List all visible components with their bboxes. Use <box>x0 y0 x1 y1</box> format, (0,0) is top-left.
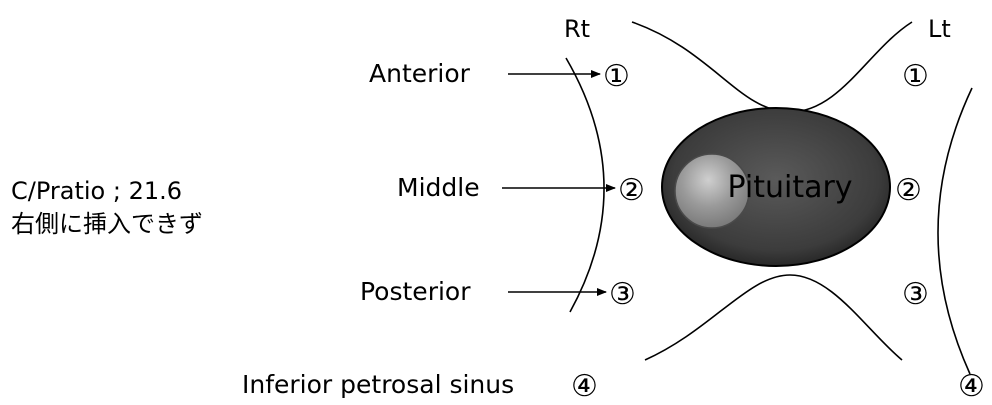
pituitary-gland: Pituitary <box>662 108 890 266</box>
sinus-marker-rt: ④ <box>571 369 598 404</box>
level-label-anterior: Anterior <box>369 59 471 88</box>
sinus-marker-lt: ④ <box>958 369 985 404</box>
ratio-note: C/Pratio ; 21.6 <box>11 177 182 205</box>
insertion-note: 右側に挿入できず <box>11 210 203 238</box>
marker-anterior-lt: ① <box>902 59 929 94</box>
marker-middle-lt: ② <box>895 173 922 208</box>
level-label-posterior: Posterior <box>360 277 471 306</box>
sinus-outline-left-outer <box>566 58 604 312</box>
marker-middle-rt: ② <box>618 173 645 208</box>
left-side-label: Lt <box>928 15 951 43</box>
marker-posterior-lt: ③ <box>902 277 929 312</box>
sinus-outline-bottom <box>645 275 902 360</box>
sinus-label: Inferior petrosal sinus <box>242 370 514 399</box>
marker-posterior-rt: ③ <box>609 277 636 312</box>
right-side-label: Rt <box>564 15 590 43</box>
level-label-middle: Middle <box>397 173 480 202</box>
sinus-outline-right-outer <box>938 88 972 374</box>
marker-anterior-rt: ① <box>603 59 630 94</box>
sinus-outline-top <box>632 22 912 112</box>
pituitary-label: Pituitary <box>727 170 852 205</box>
